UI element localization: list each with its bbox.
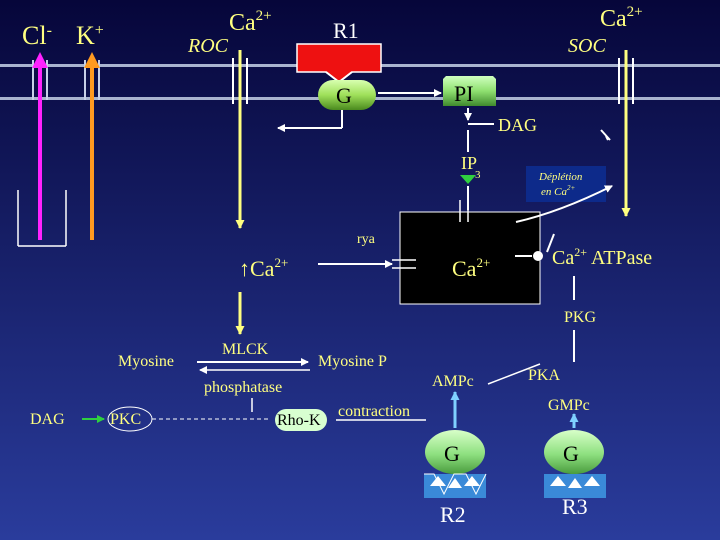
- pka-label: PKA: [528, 367, 560, 384]
- rya-label: rya: [357, 232, 376, 247]
- r3-label: R3: [562, 494, 588, 519]
- store-ca-label: Ca2+: [452, 255, 490, 281]
- ryanodine-receptor-channel: [392, 259, 416, 269]
- cl-arrow-head: [32, 52, 48, 68]
- dag-bottom-label: DAG: [30, 411, 65, 428]
- cytosol-ca-label: ↑Ca2+: [239, 255, 288, 281]
- roc-channel: [232, 50, 248, 229]
- depletion-to-soc-arrow: [515, 185, 613, 223]
- cl-label: Cl-: [22, 21, 52, 50]
- pi-label: PI: [454, 81, 474, 106]
- cl-channel: [32, 52, 48, 240]
- ip3-arrow-head: [460, 175, 476, 184]
- r2-label: R2: [440, 502, 466, 527]
- k-arrow-head: [84, 52, 100, 68]
- g-protein-top: [318, 80, 376, 110]
- rho-k-pill: [275, 409, 327, 431]
- soc-channel: [618, 50, 634, 217]
- roc-label: ROC: [187, 35, 229, 57]
- pkc-label: PKC: [110, 411, 141, 428]
- depletion-down-line: [546, 233, 555, 253]
- mlck-label: MLCK: [222, 341, 269, 358]
- ip3-receptor-channel: [459, 200, 469, 222]
- k-channel: [84, 52, 100, 240]
- rho-k-label: Rho-K: [277, 412, 321, 429]
- ampc-to-pka-line: [487, 363, 541, 385]
- g-protein-right: [544, 430, 604, 474]
- depletion-line1: Déplétion: [538, 171, 583, 183]
- phosphatase-label: phosphatase: [204, 379, 282, 396]
- r3-receptor: [544, 474, 606, 498]
- gmpc-label: GMPc: [548, 397, 590, 414]
- pkg-label: PKG: [564, 309, 596, 326]
- g-protein-left: [425, 430, 485, 474]
- pi-box: [443, 76, 496, 106]
- myosine-p-label: Myosine P: [318, 353, 387, 370]
- ampc-label: AMPc: [432, 373, 474, 390]
- atpase-label: Ca2+ATPase: [552, 245, 652, 269]
- r2-receptor: [424, 473, 487, 498]
- vertical-tick-lines: [17, 190, 67, 247]
- k-label: K+: [76, 21, 104, 50]
- myosine-label: Myosine: [118, 353, 174, 370]
- soc-label: SOC: [568, 35, 606, 57]
- g-protein-top-label: G: [336, 83, 352, 108]
- contraction-label: contraction: [338, 403, 410, 420]
- dag-top-label: DAG: [498, 115, 537, 135]
- sarcoplasmic-reticulum: [399, 211, 541, 305]
- g-protein-right-label: G: [563, 441, 579, 466]
- roc-ca-label: Ca2+: [229, 8, 272, 36]
- depletion-line2: en Ca2+: [541, 184, 575, 198]
- r1-label: R1: [333, 18, 359, 43]
- atpase-pump-dot: [533, 251, 543, 261]
- g-protein-left-label: G: [444, 441, 460, 466]
- soc-ca-label: Ca2+: [600, 4, 643, 32]
- depletion-up-tick: [600, 129, 611, 141]
